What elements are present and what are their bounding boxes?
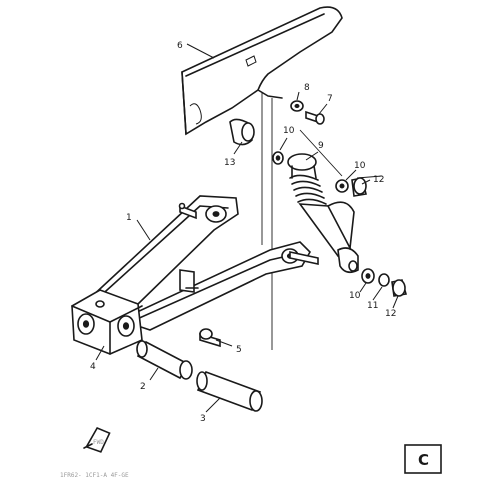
callout-numbers: 1 2 3 4 5 6 7 8 9 10 10 10 11 12 12 13 [90,41,396,424]
callout-13: 13 [224,158,235,168]
callout-7: 7 [327,94,333,104]
washer-10-lower [361,268,375,284]
washer-10-upper-right [335,179,349,193]
acorn-nut-12-lower [391,279,408,297]
washer-8 [290,100,304,112]
swing-arm [71,195,319,355]
callout-12-upper: 12 [373,175,384,185]
callout-2: 2 [140,382,146,392]
callout-9: 9 [318,141,324,151]
callout-8: 8 [304,83,310,93]
fwd-label: FWD [93,439,104,446]
callout-3: 3 [200,414,206,424]
pivot-bolt-5 [199,328,221,348]
pivot-bushing [136,340,193,380]
washer-11 [378,273,390,287]
callout-10-upper-left: 10 [283,126,295,136]
bolt-7 [305,110,325,125]
section-code: C [418,451,429,469]
rubber-bushing [229,118,255,146]
forward-arrow-icon: FWD [83,427,111,453]
chain-guard [181,6,343,136]
callout-11: 11 [367,301,378,311]
callout-1: 1 [126,213,132,223]
footer-part-code: 1FR62- 1CF1-A 4F-GE [60,472,129,479]
acorn-nut-12-upper [351,177,367,197]
leader-lines [95,43,399,413]
callout-12-lower: 12 [385,309,396,319]
callout-4: 4 [90,362,96,372]
callout-6: 6 [177,41,183,51]
callout-5: 5 [236,345,242,355]
section-code-box: C [404,444,442,474]
callout-10-upper-right: 10 [354,161,366,171]
pivot-sleeve [196,370,263,412]
washer-10-upper-left [272,151,284,165]
callout-10-lower: 10 [349,291,361,301]
